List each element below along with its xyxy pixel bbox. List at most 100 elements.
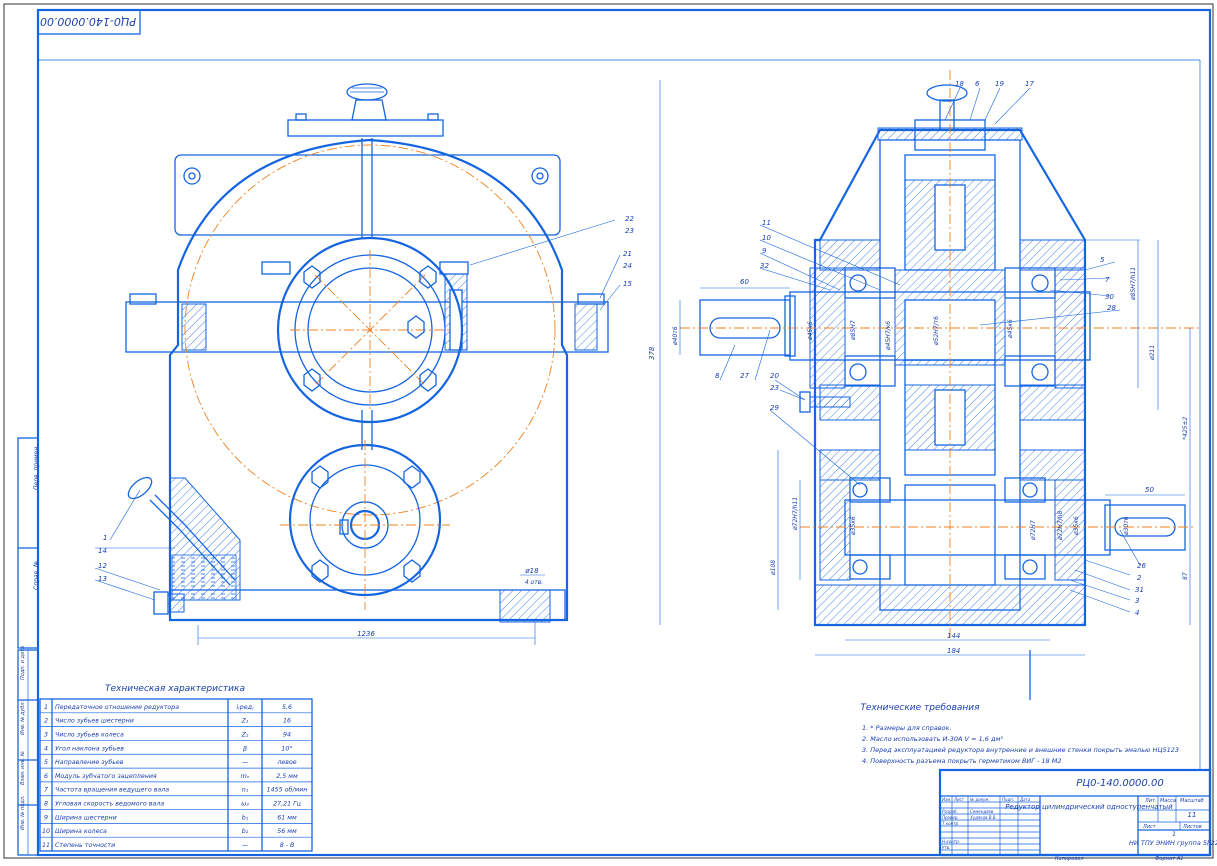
callout-32: 32 <box>760 262 769 270</box>
tc-sym: mₙ <box>241 773 250 780</box>
callout-5: 5 <box>1100 256 1105 264</box>
callout-3: 3 <box>1135 597 1139 605</box>
callout-9: 9 <box>762 247 767 255</box>
dim-30: ø30т6 <box>1123 516 1130 536</box>
side-label-6: Инв. № подл. <box>20 796 26 831</box>
tc-val: 5,6 <box>282 704 292 711</box>
tb-mass: Масса <box>1160 798 1176 804</box>
tc-name: Направление зубьев <box>55 758 124 766</box>
tc-sym: — <box>242 842 249 849</box>
tb-person-1: Семендяев <box>970 809 994 814</box>
tb-sheet-head: Лист <box>1142 824 1157 830</box>
side-label-3: Подп. и дата <box>20 646 26 680</box>
callout-28: 28 <box>1107 304 1116 312</box>
dim-184: 184 <box>947 647 960 655</box>
dim-60: 60 <box>740 278 749 286</box>
tb-role-tcontr: Т.контр. <box>942 821 959 826</box>
tc-name: Ширина колеса <box>55 828 107 835</box>
callout-11: 11 <box>762 219 771 227</box>
dim-width: 1236 <box>357 630 375 638</box>
callout-12: 12 <box>98 562 107 570</box>
callout-31: 31 <box>1135 586 1144 594</box>
tb-scale: Масштаб <box>1180 798 1204 804</box>
tc-sym: β <box>243 745 247 752</box>
tb-copied: Копировал <box>1055 856 1084 862</box>
tech-char-title: Техническая характеристика <box>105 684 245 694</box>
tc-val: 16 <box>283 718 291 725</box>
tc-val: 27,21 Гц <box>273 801 301 808</box>
tech-req-2: 2. Масло использовать И-30А V = 1,6 дм³ <box>862 735 1003 743</box>
inner-frame <box>36 8 1212 857</box>
tc-name: Ширина шестерни <box>55 814 117 821</box>
callout-8: 8 <box>715 372 720 380</box>
callout-7: 7 <box>1105 276 1110 284</box>
dim-holes-count: 4 отв. <box>525 579 543 586</box>
dim-425: *425±2 <box>1182 417 1189 440</box>
tc-num: 10 <box>42 828 50 835</box>
tech-req-title: Технические требования <box>860 703 980 713</box>
tc-val: 94 <box>283 731 291 738</box>
tc-num: 1 <box>44 704 48 711</box>
outer-border <box>3 3 1214 859</box>
tb-format: Формат A1 <box>1155 856 1183 862</box>
tc-name: Передаточное отношение редуктора <box>55 704 179 711</box>
tb-sheets-head: Листов <box>1182 824 1202 830</box>
tc-name: Модуль зубчатого зацепления <box>55 772 157 780</box>
tc-val: 10° <box>281 744 292 752</box>
tc-val: 8 - B <box>280 842 295 849</box>
tech-req-1: 1. * Размеры для справок. <box>862 724 952 732</box>
dim-holes: ø18 <box>524 567 539 575</box>
tc-num: 6 <box>44 773 48 780</box>
callout-1: 1 <box>103 534 107 542</box>
dim-50: 50 <box>1145 486 1154 494</box>
tb-code: РЦ0-140.0000.00 <box>1076 778 1163 789</box>
side-label-2: Справ. № <box>33 561 40 590</box>
callout-22: 22 <box>625 215 634 223</box>
callout-20: 20 <box>770 372 779 380</box>
right-view: 378 60 ø40т6 ø45к6 ø85Н7 ø45Н7/к6 ø52Н7/… <box>648 70 1200 700</box>
tc-name: Угловая скорость ведомого вала <box>55 801 164 808</box>
dim-72h11: ø72Н7/h11 <box>792 497 799 531</box>
tc-val: 61 мм <box>277 814 297 821</box>
title-block: РЦ0-140.0000.00 Редуктор цилиндрический … <box>938 768 1217 862</box>
tc-sym: Z₁ <box>241 718 249 725</box>
tech-requirements: Технические требования 1. * Размеры для … <box>860 703 1179 765</box>
dim-height-total: 378 <box>648 346 656 360</box>
callout-14: 14 <box>98 547 107 555</box>
callout-30: 30 <box>1105 293 1114 301</box>
dim-72H7: ø72Н7 <box>1030 520 1037 541</box>
tc-num: 5 <box>44 759 48 766</box>
dim-35k6-b: ø35к6 <box>1073 516 1080 536</box>
dim-35k6: ø35к6 <box>850 516 857 536</box>
tc-sym: ω₂ <box>241 801 249 808</box>
tech-req-3: 3. Перед эксплуатацией редуктора внутрен… <box>862 746 1179 754</box>
tc-num: 9 <box>44 814 48 821</box>
tc-sym: — <box>242 759 249 766</box>
tc-val: 2,5 мм <box>276 773 298 780</box>
tb-role-doc: № докум. <box>969 797 990 802</box>
callout-10: 10 <box>762 234 771 242</box>
side-label-1: Перв. примен. <box>33 445 40 490</box>
tb-role-list: Лист <box>953 797 965 802</box>
callout-26: 26 <box>1137 562 1146 570</box>
dim-211: ø211 <box>1149 345 1156 361</box>
tb-name: Редуктор цилиндрический одноступенчатый <box>1005 803 1173 811</box>
tc-name: Угол наклона зубьев <box>55 744 124 752</box>
callout-29: 29 <box>770 404 779 412</box>
callout-4: 4 <box>1135 609 1139 617</box>
tc-name: Частота вращения ведущего вала <box>55 787 169 794</box>
tc-name: Число зубьев колеса <box>55 730 124 738</box>
tc-sym: Z₂ <box>241 731 249 738</box>
tc-val: левое <box>276 759 296 766</box>
tb-org: НИ ТПУ ЭНИН группа 5Г22 <box>1129 839 1217 847</box>
callout-18: 18 <box>955 80 964 88</box>
tc-val: 1455 об/мин <box>267 786 308 794</box>
tb-role-izm: Изм. <box>942 797 951 802</box>
callout-6: 6 <box>975 80 980 88</box>
tb-role-ncontr: Н.контр. <box>942 839 960 844</box>
dim-45k6: ø45к6 <box>807 321 814 341</box>
tc-val: 56 мм <box>277 828 297 835</box>
dim-72h8: ø72Н7/h8 <box>1057 511 1064 541</box>
tc-num: 4 <box>44 745 48 752</box>
